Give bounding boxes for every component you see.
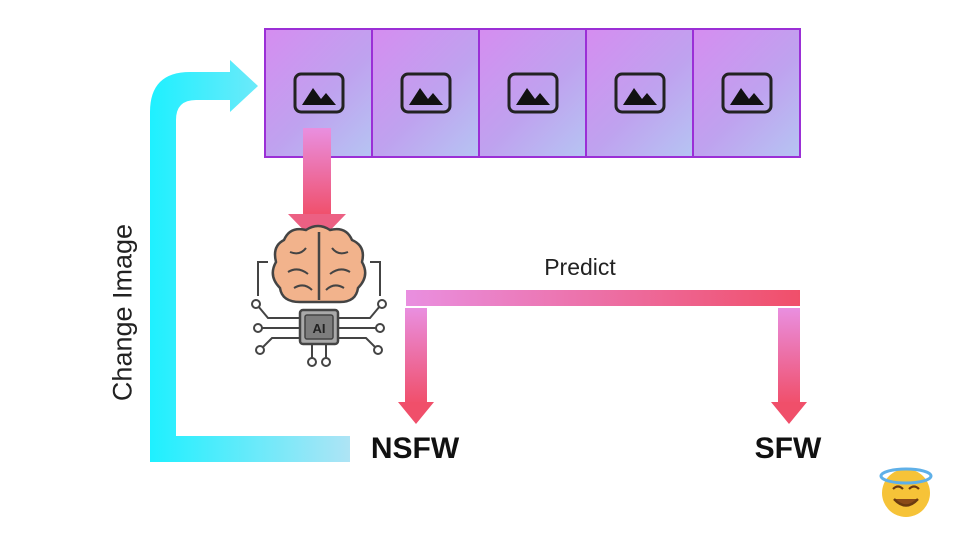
change-image-label: Change Image	[107, 223, 138, 402]
nsfw-label: NSFW	[370, 432, 460, 465]
image-placeholder-icon	[400, 72, 451, 114]
image-placeholder-icon	[614, 72, 665, 114]
predict-bar	[406, 290, 800, 306]
smiling-face-with-halo-icon	[879, 467, 933, 517]
svg-text:AI: AI	[313, 321, 326, 336]
sfw-label: SFW	[754, 432, 822, 465]
image-strip	[264, 28, 801, 158]
change-image-loop-arrow	[150, 60, 350, 462]
image-placeholder-icon	[293, 72, 344, 114]
image-placeholder-icon	[507, 72, 558, 114]
image-placeholder-icon	[721, 72, 772, 114]
image-cell	[694, 30, 799, 156]
image-cell	[587, 30, 694, 156]
image-cell	[480, 30, 587, 156]
nsfw-arrow	[398, 308, 434, 424]
sfw-arrow	[771, 308, 807, 424]
ai-brain-icon: AI	[251, 224, 387, 367]
change-image-loop-arrow-base	[150, 436, 350, 462]
predict-label: Predict	[544, 254, 616, 280]
image-cell	[373, 30, 480, 156]
